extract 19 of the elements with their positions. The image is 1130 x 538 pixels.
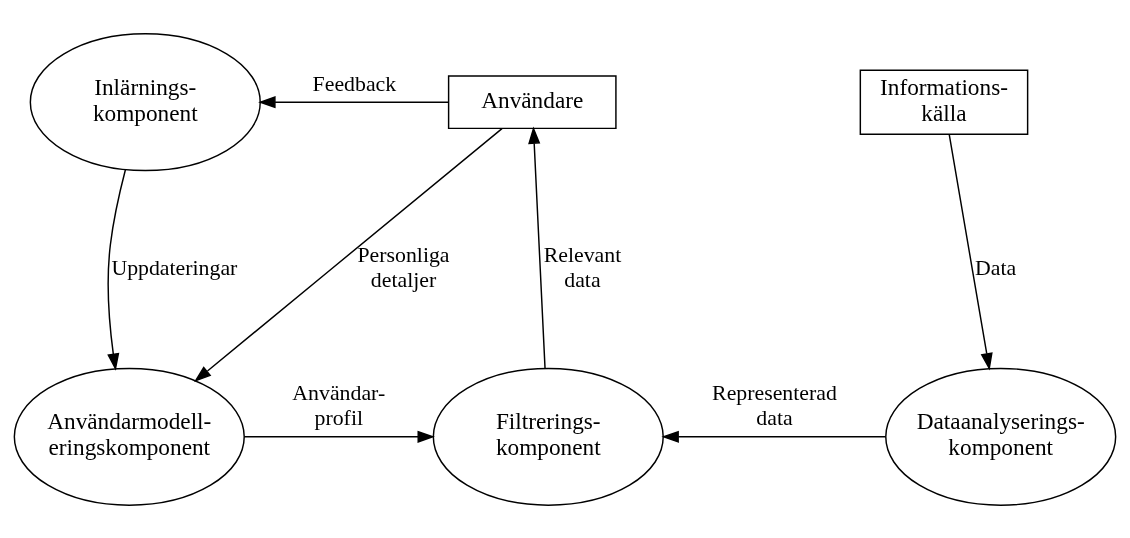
node-ellipse: Filtrerings- komponent	[432, 367, 664, 506]
edge-label: Personliga detaljer	[357, 242, 450, 292]
node-ellipse: Inlärnings- komponent	[29, 32, 261, 171]
node-box: Användare	[447, 74, 617, 129]
arrow	[243, 430, 435, 443]
arrow	[258, 95, 450, 108]
edge-label: Feedback	[312, 71, 397, 96]
edge-label: Data	[975, 255, 1017, 280]
node-box: Informations- källa	[859, 68, 1029, 135]
arrow	[528, 125, 546, 369]
edge-label: Relevant data	[543, 242, 622, 292]
edge-label: Användar- profil	[292, 380, 386, 430]
edge-label: Representerad data	[712, 380, 837, 430]
arrow	[194, 127, 503, 382]
node-ellipse: Dataanalyserings- komponent	[885, 367, 1117, 506]
edge-label: Uppdateringar	[111, 255, 238, 280]
arrow	[107, 168, 127, 371]
arrow	[948, 133, 993, 370]
arrow	[661, 430, 887, 443]
